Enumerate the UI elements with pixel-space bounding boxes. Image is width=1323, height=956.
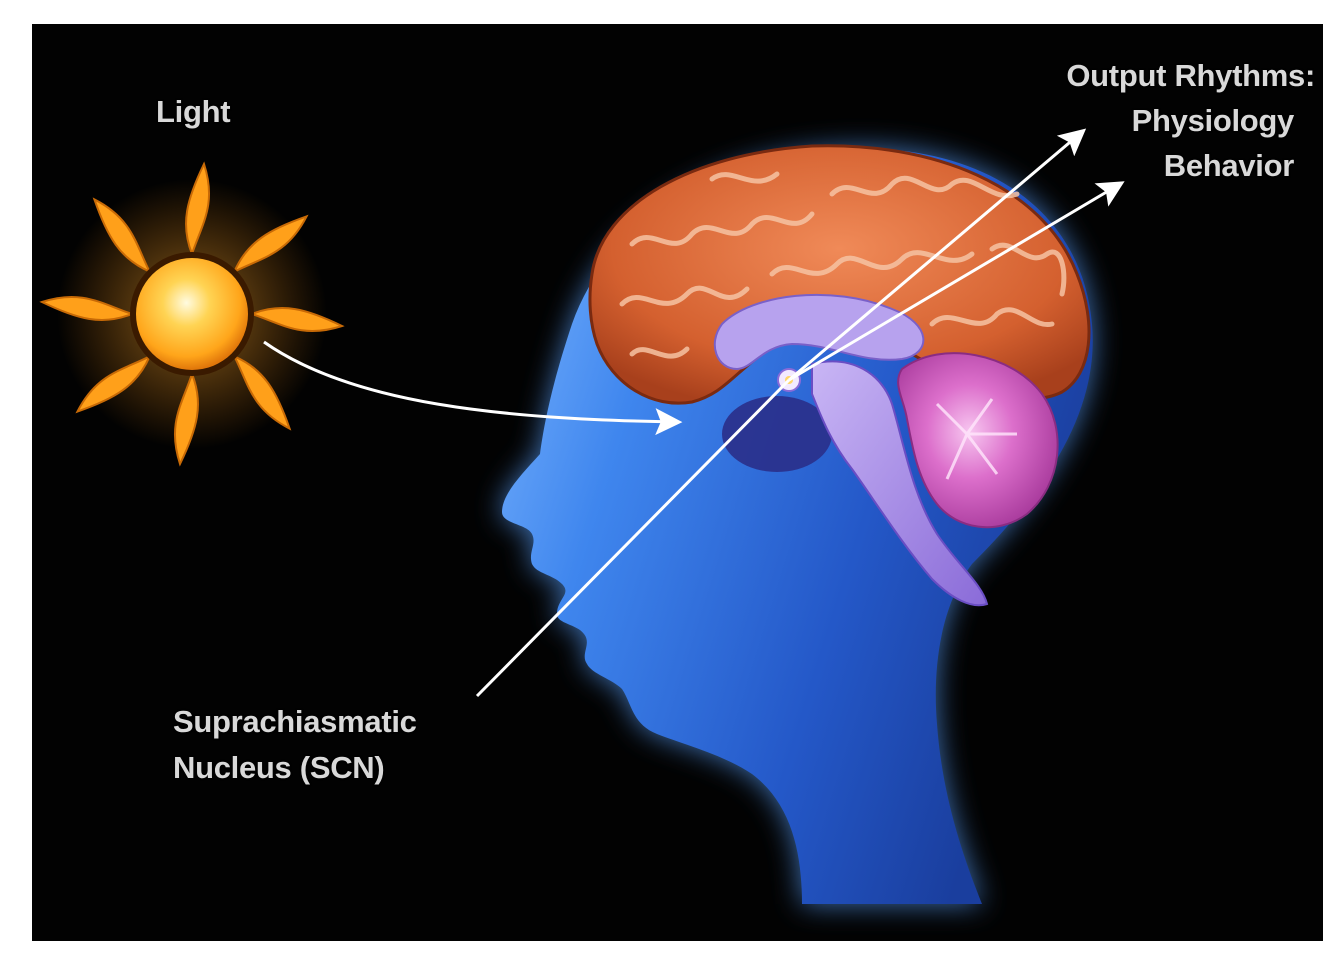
optic-region [722,396,832,472]
diagram-art [32,24,1323,941]
output-behavior-label: Behavior [1164,148,1294,185]
light-label: Light [156,94,230,131]
output-rhythms-heading: Output Rhythms: [1066,58,1315,95]
scn-label-line1: Suprachiasmatic [173,704,417,741]
diagram-panel: Light Output Rhythms: Physiology Behavio… [32,24,1323,941]
output-physiology-label: Physiology [1132,103,1294,140]
sun-icon [42,164,342,464]
scn-label-line2: Nucleus (SCN) [173,750,384,787]
